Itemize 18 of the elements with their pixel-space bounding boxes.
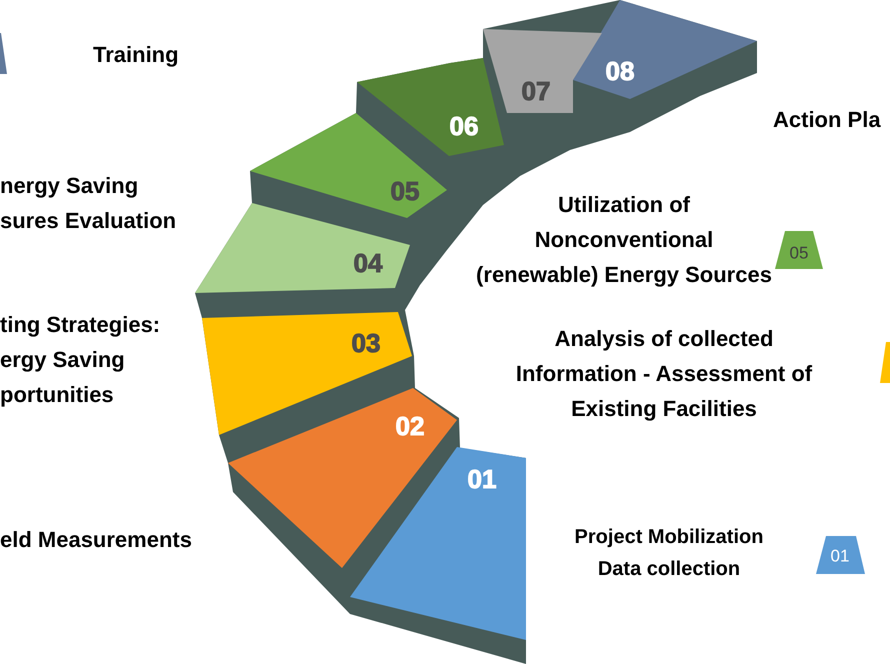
step-description: Action Pla (773, 106, 881, 134)
step-number: 06 (450, 113, 478, 139)
step-number: 04 (354, 250, 382, 276)
tab-number: 01 (830, 548, 850, 564)
step-description: Analysis of collected Information - Assessment of Existing Facilities (516, 325, 812, 423)
step-description: Utilization of Nonconventional (renewable) Energy Sources (476, 191, 772, 289)
step-number: 05 (390, 178, 420, 204)
step-number: 03 (352, 330, 380, 356)
step-number: 02 (396, 413, 424, 439)
tab-number: 05 (790, 244, 808, 262)
step-description: nergy Saving sures Evaluation (0, 172, 176, 235)
step-number: 01 (468, 466, 496, 492)
step-number: 08 (606, 58, 634, 84)
step-description: Project Mobilization Data collection (574, 525, 764, 582)
step-description: ting Strategies: ergy Saving portunities (0, 311, 160, 409)
step-number: 07 (522, 78, 550, 104)
step-description: Training (93, 41, 179, 69)
step-description: eld Measurements (0, 526, 192, 554)
